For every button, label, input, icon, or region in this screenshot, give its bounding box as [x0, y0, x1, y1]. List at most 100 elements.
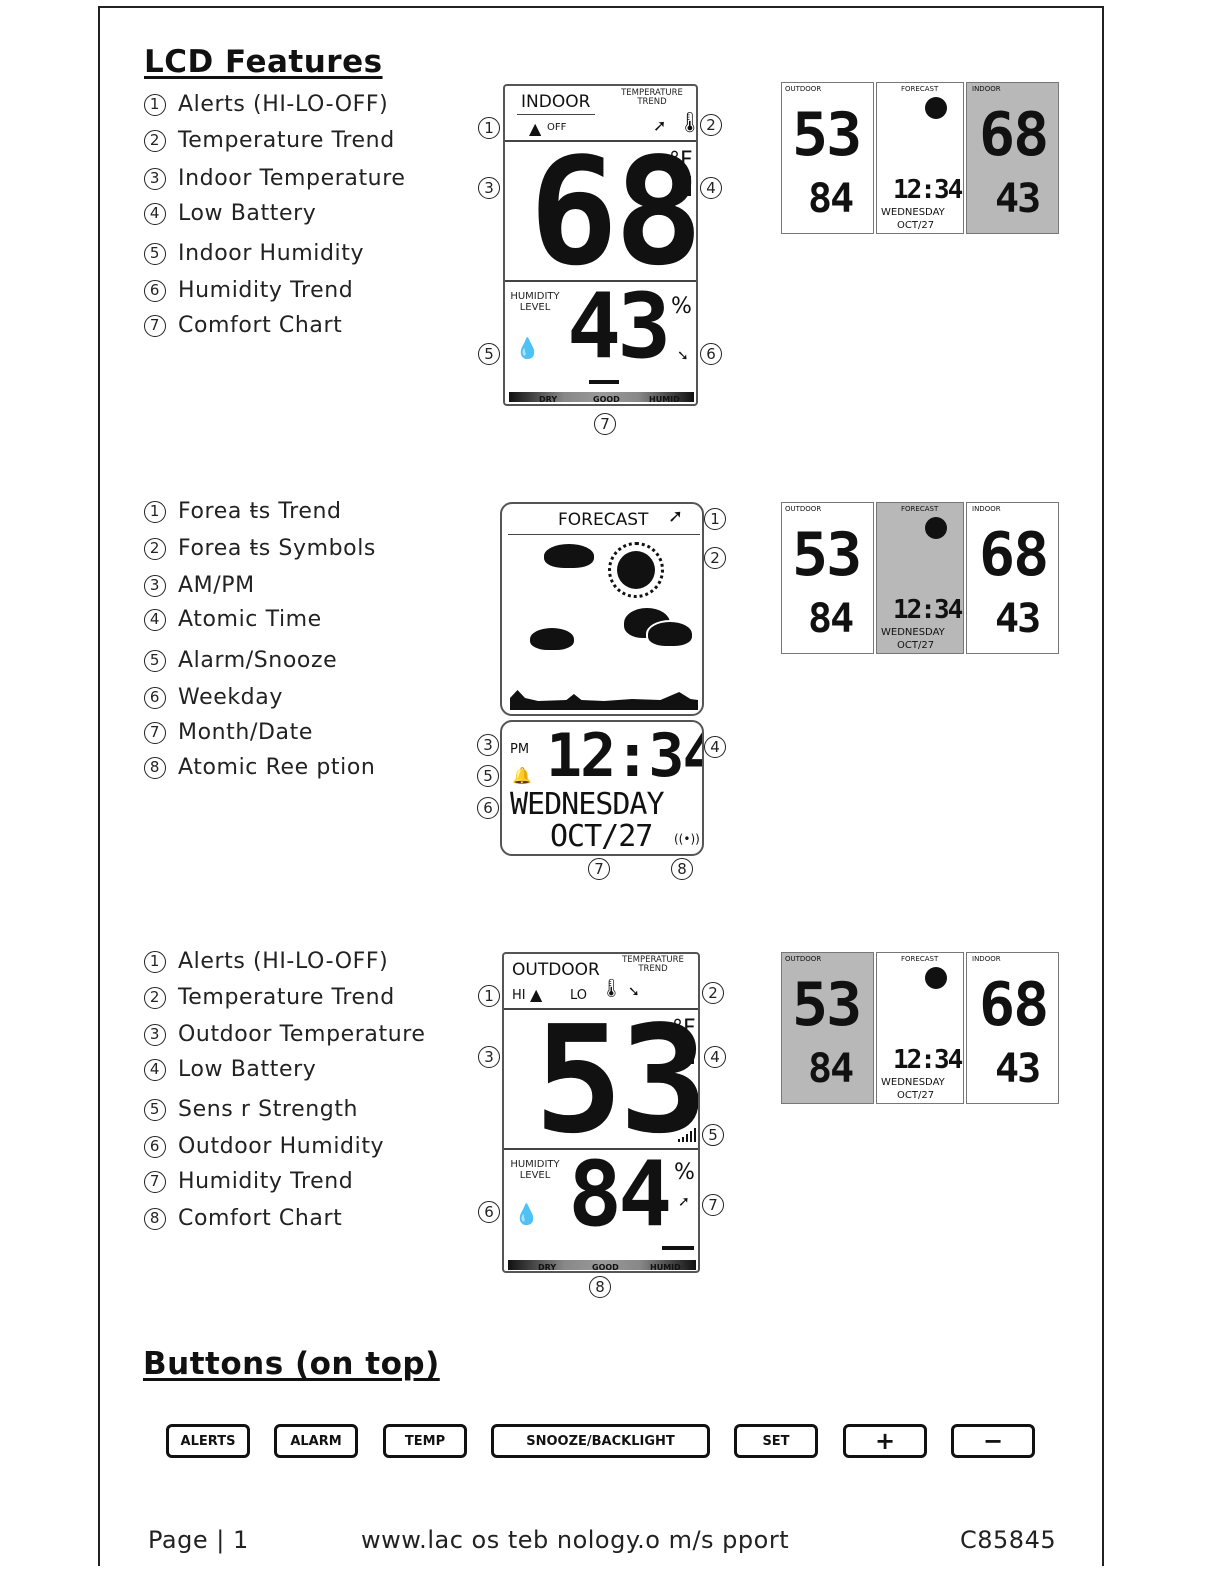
divider	[517, 114, 595, 115]
comfort-humid-label: HUMID	[649, 395, 680, 404]
comfort-dry-label: DRY	[539, 395, 557, 404]
forecast-title: FORECAST	[558, 510, 648, 530]
alarm-button[interactable]: ALARM	[274, 1424, 358, 1458]
callout-8: 8	[671, 858, 693, 880]
comfort-indicator	[589, 380, 619, 384]
outdoor-lcd-display: OUTDOOR TEMPERATURE TREND HI ▲ LO 🌡 ➘ 53…	[502, 952, 700, 1273]
alerts-button[interactable]: ALERTS	[166, 1424, 250, 1458]
callout-2: 2	[704, 547, 726, 569]
list-item: 6Weekday	[144, 685, 283, 710]
thumb-forecast: FORECAST 12:34 WEDNESDAY OCT/27	[876, 82, 964, 234]
callout-8: 8	[589, 1276, 611, 1298]
humidity-level-label: HUMIDITY LEVEL	[508, 1160, 562, 1181]
temperature-trend-label: TEMPERATURE TREND	[616, 956, 690, 974]
callout-6: 6	[478, 1201, 500, 1223]
humidity-drops-icon: 💧	[514, 1202, 539, 1226]
support-url: www.lac os teb nology.o m/s pport	[361, 1526, 789, 1554]
comfort-dry-label: DRY	[538, 1263, 556, 1272]
model-number: C85845	[960, 1526, 1056, 1554]
atomic-time-value: 12:34	[546, 726, 704, 786]
percent-sign: %	[671, 294, 692, 319]
thumb-indoor: INDOOR 68 43	[966, 82, 1059, 234]
list-item: 6Humidity Trend	[144, 278, 353, 303]
callout-6: 6	[477, 797, 499, 819]
indoor-humidity-value: 43	[567, 282, 667, 372]
callout-4: 4	[704, 1046, 726, 1068]
callout-7: 7	[702, 1194, 724, 1216]
comfort-indicator	[662, 1246, 694, 1250]
indoor-lcd-display: INDOOR TEMPERATURE TREND ▲ OFF ➚ 🌡 68 °F…	[503, 84, 698, 406]
thumb-indoor: INDOOR 68 43	[966, 502, 1059, 654]
list-item: 1Alerts (HI-LO-OFF)	[144, 92, 388, 117]
callout-3: 3	[478, 177, 500, 199]
landscape-silhouette	[510, 690, 698, 710]
snooze-backlight-button[interactable]: SNOOZE/BACKLIGHT	[491, 1424, 710, 1458]
buttons-heading: Buttons (on top)	[143, 1346, 440, 1382]
percent-sign: %	[674, 1160, 695, 1185]
temperature-unit: °F	[672, 1016, 696, 1041]
callout-2: 2	[700, 114, 722, 136]
sun-icon	[608, 542, 664, 598]
callout-3: 3	[478, 1046, 500, 1068]
callout-3: 3	[477, 734, 499, 756]
indoor-title: INDOOR	[521, 92, 590, 112]
thumb-forecast: FORECAST 12:34 WEDNESDAY OCT/27	[876, 502, 964, 654]
callout-5: 5	[477, 765, 499, 787]
forecast-trend-arrow-icon: ➚	[668, 506, 683, 527]
minus-button[interactable]: −	[951, 1424, 1035, 1458]
list-item: 3AM/PM	[144, 573, 255, 598]
atomic-reception-icon: ((•))	[674, 832, 700, 846]
callout-4: 4	[704, 736, 726, 758]
list-item: 8Comfort Chart	[144, 1206, 342, 1231]
temperature-unit: °F	[669, 148, 693, 173]
comfort-humid-label: HUMID	[650, 1263, 681, 1272]
comfort-good-label: GOOD	[593, 395, 620, 404]
divider	[508, 534, 700, 535]
callout-5: 5	[702, 1124, 724, 1146]
plus-button[interactable]: +	[843, 1424, 927, 1458]
signal-strength-icon	[678, 1128, 698, 1142]
low-battery-icon	[684, 1044, 694, 1064]
callout-1: 1	[478, 985, 500, 1007]
thumb-forecast: FORECAST 12:34 WEDNESDAY OCT/27	[876, 952, 964, 1104]
forecast-lcd-display: FORECAST ➚	[500, 502, 704, 716]
callout-6: 6	[700, 343, 722, 365]
callout-2: 2	[702, 982, 724, 1004]
callout-1: 1	[478, 117, 500, 139]
humidity-trend-arrow-icon: ➘	[677, 348, 689, 364]
callout-7: 7	[594, 413, 616, 435]
temp-button[interactable]: TEMP	[383, 1424, 467, 1458]
alarm-bell-icon: 🔔	[512, 766, 532, 785]
thumb-outdoor: OUTDOOR 53 84	[781, 82, 874, 234]
thumb-outdoor: OUTDOOR 53 84	[781, 952, 874, 1104]
month-date-value: OCT/27	[550, 822, 652, 852]
thumb-outdoor: OUTDOOR 53 84	[781, 502, 874, 654]
set-button[interactable]: SET	[734, 1424, 818, 1458]
temperature-trend-label: TEMPERATURE TREND	[615, 89, 689, 107]
ampm-indicator: PM	[510, 742, 529, 757]
humidity-trend-arrow-icon: ➚	[678, 1194, 690, 1210]
outdoor-humidity-value: 84	[568, 1150, 668, 1240]
page-number: Page | 1	[148, 1526, 249, 1554]
outdoor-title: OUTDOOR	[512, 960, 600, 980]
hi-alert-label: HI	[512, 988, 526, 1003]
callout-7: 7	[588, 858, 610, 880]
clock-lcd-display: PM 🔔 12:34 WEDNESDAY OCT/27 ((•))	[500, 720, 704, 856]
thumb-indoor: INDOOR 68 43	[966, 952, 1059, 1104]
